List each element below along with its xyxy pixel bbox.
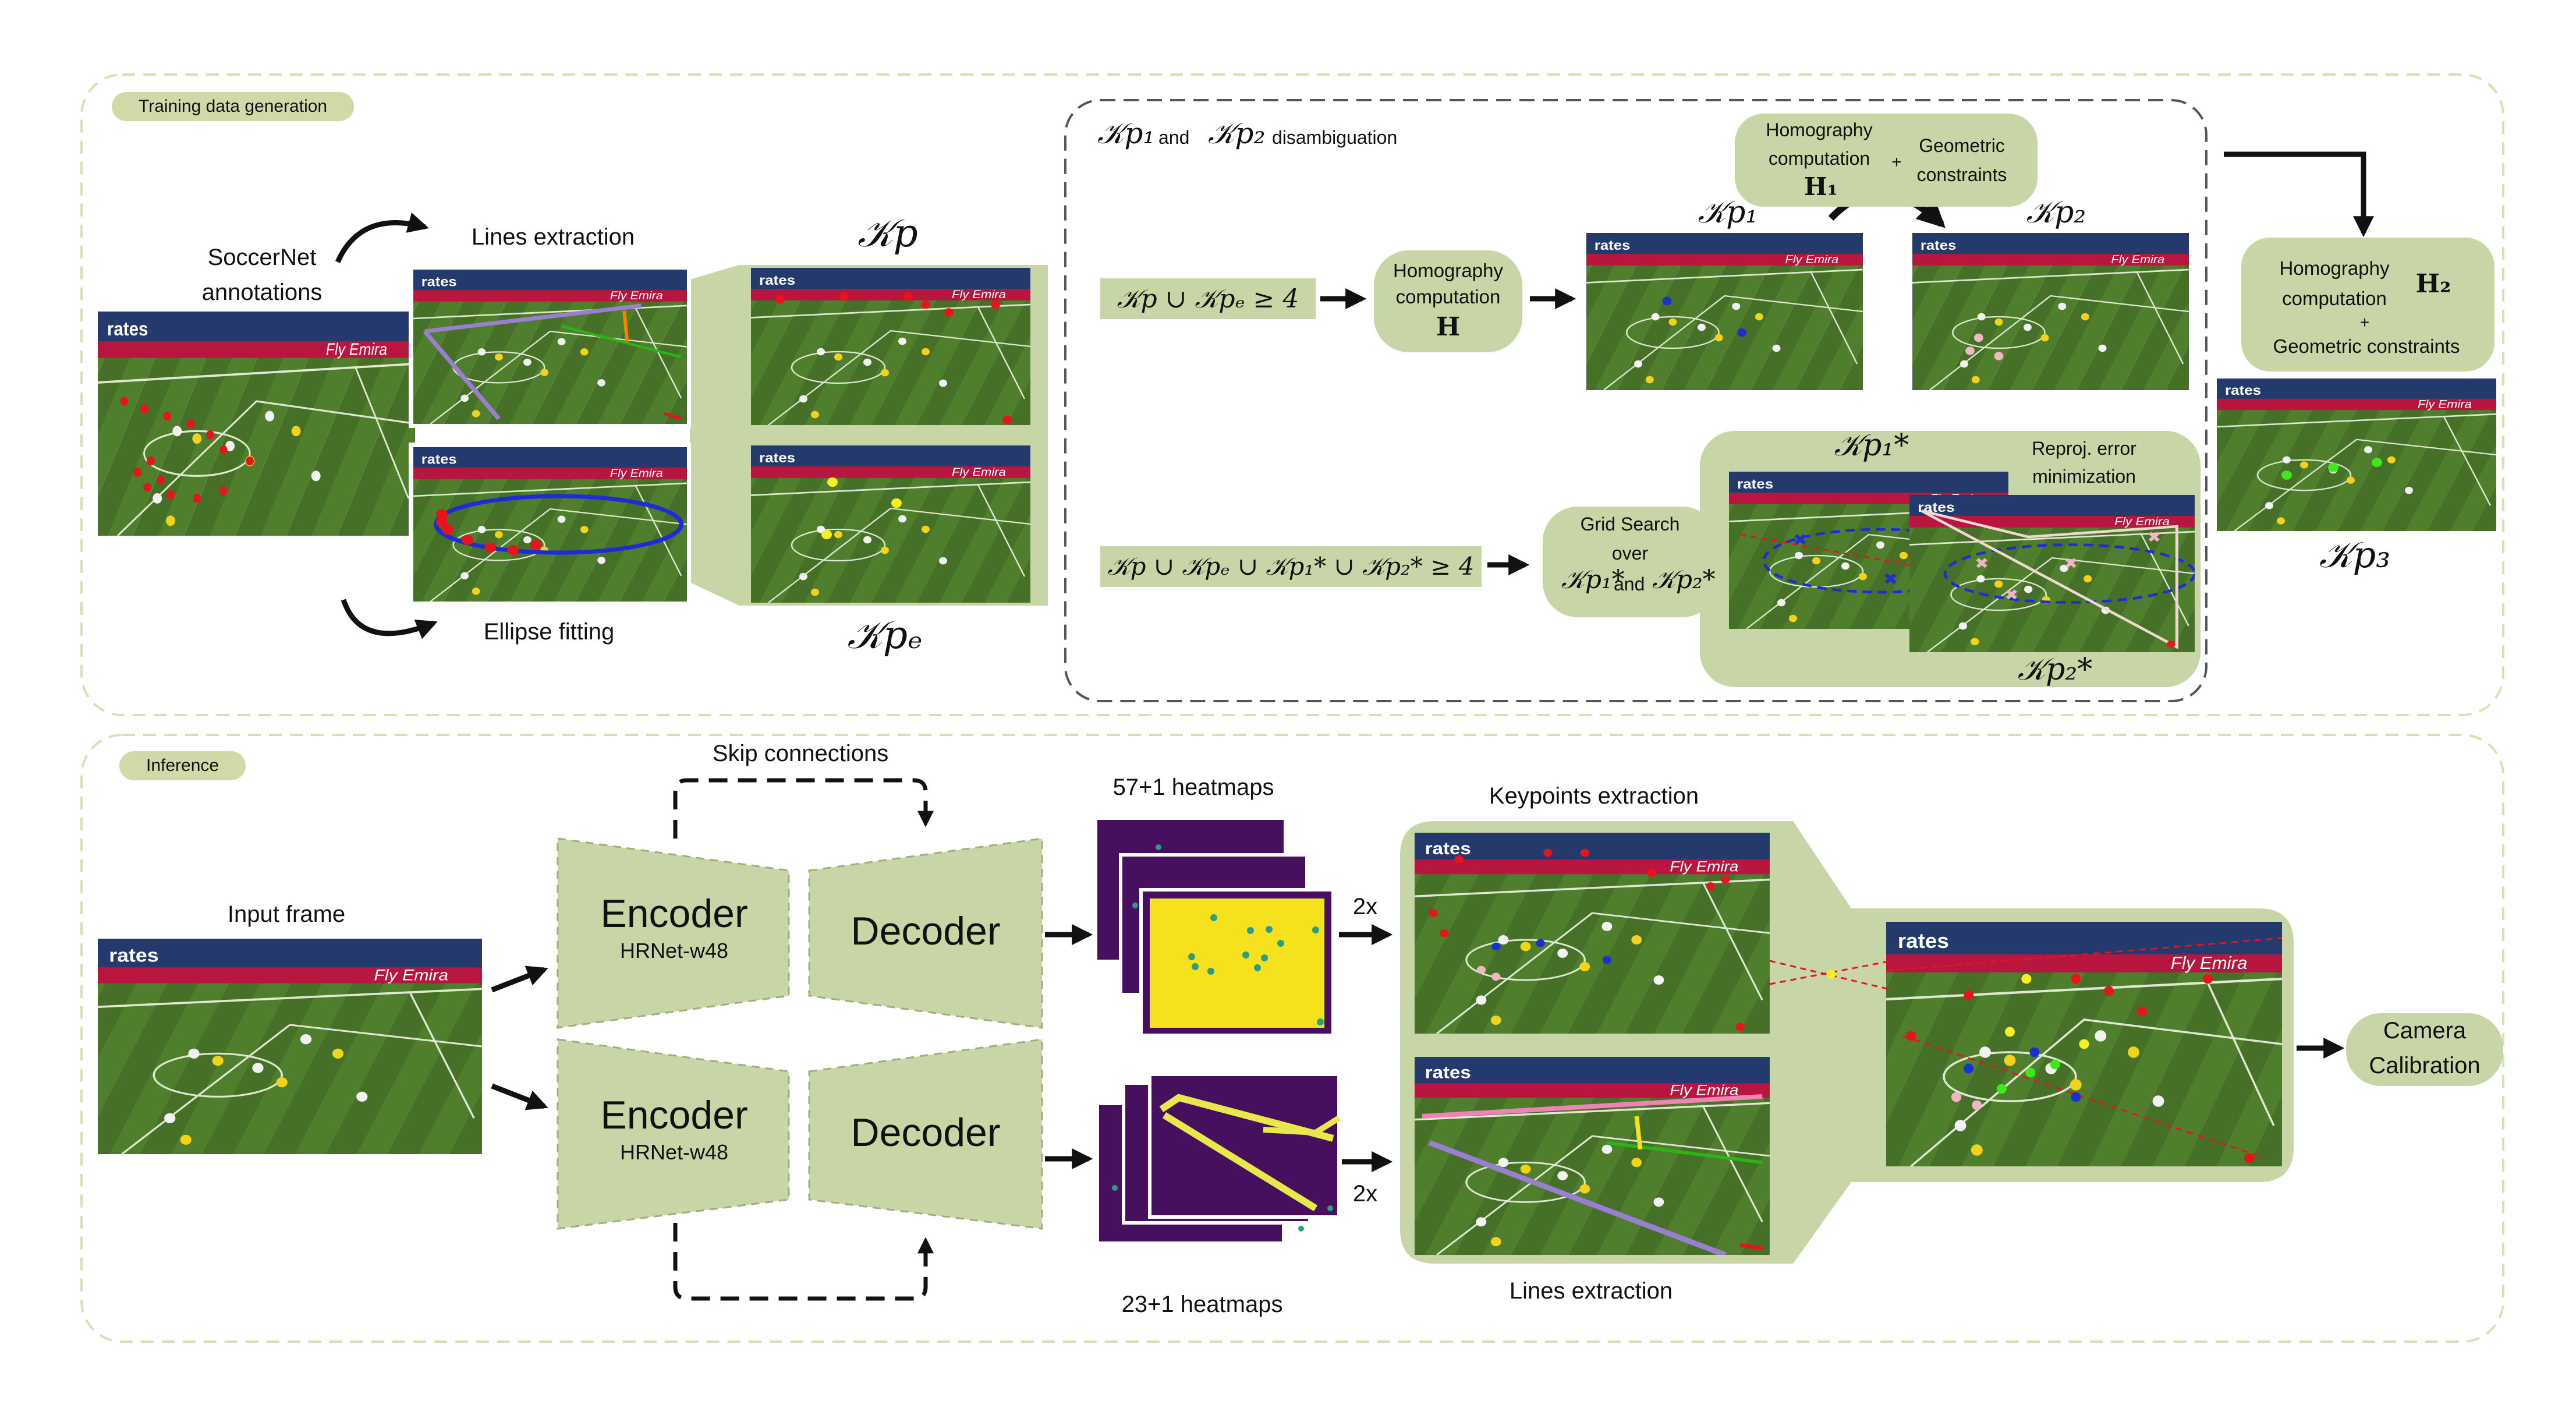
ellipse-fitting-frame (409, 443, 691, 606)
kp2-frame (1912, 233, 2189, 390)
grid-line2: over (1611, 543, 1649, 564)
lines-extraction-label: Lines extraction (471, 224, 635, 250)
hom3-plus: + (2359, 313, 2370, 331)
hom3-symbol: H₂ (2415, 269, 2451, 299)
condition-1-box: 𝒦p ∪ 𝒦pₑ ≥ 4 (1100, 278, 1316, 319)
condition-1-text: 𝒦p ∪ 𝒦pₑ ≥ 4 (1117, 284, 1299, 314)
svg-text:✖: ✖ (1793, 531, 1808, 549)
grid-and: and (1614, 574, 1645, 595)
condition-2-box: 𝒦p ∪ 𝒦pₑ ∪ 𝒦p₁* ∪ 𝒦p₂* ≥ 4 (1100, 546, 1482, 587)
disamb-and: and (1158, 127, 1190, 148)
encoder-bottom-label: Encoder (600, 1093, 748, 1137)
encoder-top-block (557, 837, 790, 1029)
encoder-bottom-sub: HRNet-w48 (619, 1140, 729, 1164)
input-frame-label: Input frame (227, 901, 346, 927)
encoder-top-label: Encoder (600, 892, 748, 936)
upsample-bottom-label: 2x (1352, 1181, 1378, 1207)
soccernet-frame (98, 312, 415, 536)
svg-text:✖: ✖ (1883, 571, 1898, 588)
hom3-line2: computation (2282, 288, 2387, 309)
hom1-line2: computation (1395, 285, 1501, 307)
lines-extraction-inference-label: Lines extraction (1509, 1278, 1673, 1304)
heatmaps-bottom-label: 23+1 heatmaps (1121, 1292, 1283, 1317)
homography-h1-node (1735, 114, 2038, 207)
hom1-symbol: H (1436, 312, 1461, 342)
camera-calibration-node (2346, 1013, 2503, 1086)
grid-search-node (1543, 507, 1717, 617)
homography-h2-node (2241, 238, 2494, 372)
inference-section-tag: Inference (119, 751, 246, 780)
kp3-label: 𝒦p₃ (2319, 533, 2391, 576)
upsample-top-label: 2x (1352, 894, 1378, 919)
svg-text:✖: ✖ (2064, 556, 2078, 572)
disamb-kp1: 𝒦p₁ (1097, 116, 1155, 150)
grid-kp2: 𝒦p₂* (1652, 565, 1716, 595)
svg-text:✖: ✖ (1975, 556, 1989, 572)
hom3-line1: Homography (2279, 257, 2390, 279)
lines-extraction-frame (409, 265, 691, 428)
lines-extraction-inference-frame (1415, 1057, 1770, 1255)
hom2-symbol: H₁ (1803, 172, 1838, 201)
geo-line1: Geometric (1919, 135, 2005, 156)
svg-text:✖: ✖ (2147, 529, 2161, 546)
grid-kp1: 𝒦p₁* (1561, 565, 1625, 595)
kp2-top-label: 𝒦p₂ (2026, 195, 2086, 230)
hom2-plus: + (1891, 153, 1902, 172)
svg-text:✖: ✖ (2004, 587, 2018, 603)
hom2-line2: computation (1768, 148, 1870, 169)
homography-h-node: Homography computation H (1374, 250, 1522, 352)
keypoints-extraction-frame (1415, 833, 1770, 1034)
hom2-line1: Homography (1766, 119, 1873, 140)
kp3-frame (2217, 378, 2496, 531)
heatmaps-top-label: 57+1 heatmaps (1112, 774, 1274, 800)
keypoints-extraction-label: Keypoints extraction (1489, 783, 1699, 809)
grid-line1: Grid Search (1580, 514, 1680, 535)
ellipse-fitting-label: Ellipse fitting (483, 619, 615, 645)
kp1-frame (1586, 233, 1863, 390)
geo-line2: constraints (1916, 164, 2007, 185)
kpe-label: 𝒦pₑ (847, 613, 923, 657)
kp1-star-label: 𝒦p₁* (1834, 428, 1909, 463)
kp1-top-label: 𝒦p₁ (1698, 195, 1758, 230)
soccernet-label-1: SoccerNet (207, 245, 317, 270)
input-frame (98, 939, 482, 1154)
decoder-top-label: Decoder (851, 909, 1001, 953)
decoder-bottom-block (808, 1038, 1043, 1230)
condition-2-text: 𝒦p ∪ 𝒦pₑ ∪ 𝒦p₁* ∪ 𝒦p₂* ≥ 4 (1107, 552, 1475, 581)
hom3-line3: Geometric constraints (2273, 335, 2460, 357)
kpe-frame (751, 445, 1030, 603)
soccernet-label-2: annotations (201, 280, 323, 305)
disamb-kp2: 𝒦p₂ (1208, 116, 1266, 150)
training-section-tag: Training data generation (112, 92, 355, 121)
kp2-star-label: 𝒦p₂* (2017, 652, 2093, 687)
kp-label: 𝒦p (858, 211, 918, 256)
disamb-text: disambiguation (1272, 127, 1398, 148)
camera-label-1: Camera (2383, 1018, 2467, 1043)
kp-frame (751, 268, 1030, 425)
hom1-line1: Homography (1393, 260, 1503, 282)
line-heatmaps-stack (1096, 1073, 1341, 1245)
encoder-top-sub: HRNet-w48 (619, 939, 729, 963)
reproj-line1: Reproj. error (2032, 438, 2136, 459)
combined-frame (1886, 922, 2282, 1166)
kp2-star-frame: ✖ ✖ ✖ ✖ (1909, 495, 2195, 652)
decoder-bottom-label: Decoder (851, 1110, 1001, 1155)
encoder-bottom-block (557, 1038, 790, 1230)
keypoint-heatmaps-stack (1097, 820, 1335, 1037)
skip-connections-label: Skip connections (712, 741, 889, 766)
decoder-top-block (808, 837, 1043, 1029)
reproj-line2: minimization (2032, 466, 2136, 487)
camera-label-2: Calibration (2369, 1053, 2481, 1078)
